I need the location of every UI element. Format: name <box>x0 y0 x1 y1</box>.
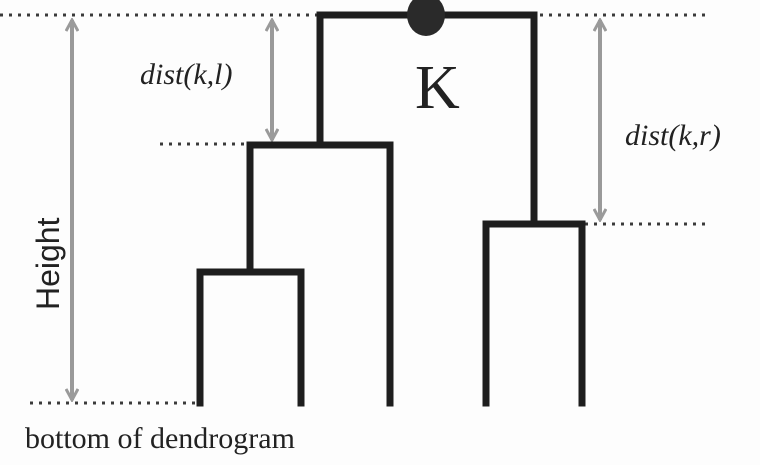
right-leaf-pair-branch <box>482 220 586 407</box>
dist-right-label: dist(k,r) <box>625 119 721 152</box>
left-subtree-branch <box>246 141 394 407</box>
left-leaf-pair-branch <box>196 268 305 407</box>
dist-left-label: dist(k,l) <box>140 58 232 91</box>
bottom-caption: bottom of dendrogram <box>25 422 295 455</box>
measurement-arrows <box>72 20 600 400</box>
node-k-label: K <box>415 54 460 122</box>
dendrogram-tree <box>196 11 586 407</box>
merge-node-k <box>407 0 445 36</box>
height-axis-label: Height <box>30 217 66 310</box>
